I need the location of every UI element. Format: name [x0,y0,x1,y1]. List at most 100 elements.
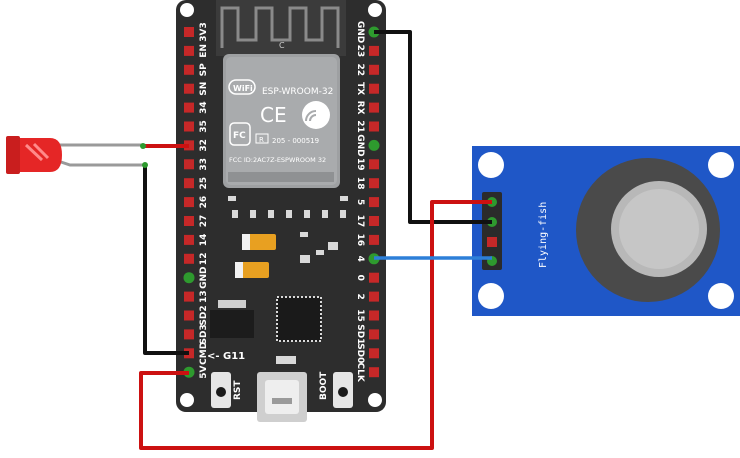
right-pin-label: 18 [355,177,365,190]
left-pin-label: SN [199,82,209,96]
wire-end [142,162,148,168]
esp32-board: C WiFi ESP-WROOM-32 CE FC R 205 - 000519… [176,0,386,422]
left-header-pin [184,178,194,189]
right-pin-label: RX [355,101,365,115]
right-pin-label: 15 [355,309,365,322]
right-pin-label: 19 [355,158,365,171]
left-pin-label: GND [199,267,209,289]
right-header-pin [368,139,380,151]
sensor-mount-hole [708,283,734,309]
right-pin-label: TX [355,82,365,95]
right-header-pin [369,178,379,189]
led-base [6,136,20,174]
left-pin-label: SD3 [199,324,209,344]
left-pin-label: 26 [199,196,209,209]
smd-resistor [276,356,296,364]
right-pin-label: 23 [355,45,365,58]
left-pin-label: 13 [199,290,209,303]
right-pin-label: CLK [355,363,365,383]
sensor-pin-dout [487,237,497,247]
boot-button-knob[interactable] [338,387,348,397]
antenna-letter: C [279,41,285,50]
left-pin-label: 25 [199,177,209,190]
right-pin-label: 5 [355,199,365,205]
left-pin-label: SP [199,63,209,76]
right-header-pin [369,45,379,56]
right-header-pin [369,348,379,359]
left-header-pin [184,45,194,56]
boot-label: BOOT [319,371,329,400]
usb-uart-chip [276,296,322,342]
mount-hole [180,393,194,407]
left-pin-label: 33 [199,158,209,171]
tantalum-capacitor-band [242,234,250,250]
right-header-pin [369,83,379,94]
led-reflection [24,142,50,162]
led-lead-anode [55,143,145,147]
mount-hole [368,3,382,17]
left-header-pin [184,216,194,226]
right-pin-label: 22 [355,64,365,77]
left-header-pin [184,121,194,132]
left-header-pin [184,83,194,94]
module-name: ESP-WROOM-32 [262,87,333,97]
fcc-badge [229,122,251,146]
sensor-brand: Flying-fish [538,202,549,268]
right-header-pin [369,64,379,75]
r-mark-box [255,133,269,144]
left-pin-label: 35 [199,120,209,133]
rst-label: RST [233,380,243,400]
right-pin-label: GND [355,134,365,156]
left-pin-label: CMD [199,342,209,365]
left-header-pin [184,64,194,75]
left-header-pin [184,197,194,208]
sensor-header [482,192,502,270]
right-pin-label: 16 [355,234,365,247]
led [6,136,145,174]
right-pin-label: SD0 [355,343,365,363]
right-header-pin [369,121,379,132]
left-pin-label: 14 [199,234,209,247]
g11-text: G11 [223,351,245,362]
left-header-pin [184,329,194,340]
left-pin-label: 34 [199,101,209,114]
gas-sensor-module: Flying-fish [472,146,740,316]
gas-sensor-mesh-inner [619,189,699,269]
broadcast-waves [305,110,317,122]
led-lead-cathode [54,158,145,167]
wifi-logo-box [228,79,256,95]
tantalum-capacitor [242,234,276,250]
left-header-pin [184,310,194,321]
left-header-pin [184,102,194,113]
mount-hole [180,3,194,17]
tantalum-capacitor-band [235,262,243,278]
fcc-mark: FC [233,131,246,141]
r-code: 205 - 000519 [272,137,319,145]
right-pin-label: 2 [355,293,365,299]
right-header-pin [369,159,379,170]
voltage-regulator [210,310,254,338]
left-header-pin [184,159,194,170]
left-header-pin [184,253,194,264]
right-header-pin [369,329,379,340]
usb-port [257,372,307,422]
sensor-mount-hole [708,152,734,178]
right-header-pin [369,272,379,283]
antenna-trace [220,6,340,48]
sensor-mount-hole [478,152,504,178]
left-header-pin [183,272,195,284]
rst-button-knob[interactable] [216,387,226,397]
left-pin-labels: 3V3ENSPSN343532332526271412GND13SD2SD3CM… [199,22,209,379]
right-pin-label: 21 [355,120,365,133]
wires [139,30,492,450]
left-header-pin [184,234,194,245]
r-mark: R [259,136,264,144]
right-header-pin [369,197,379,208]
wifi-logo: WiFi [233,84,253,93]
left-pin-label: SD2 [199,305,209,325]
left-pin-label: 12 [199,253,209,266]
tantalum-capacitor [235,262,269,278]
right-pin-label: GND [355,21,365,43]
module-bottom-strip [228,172,334,182]
